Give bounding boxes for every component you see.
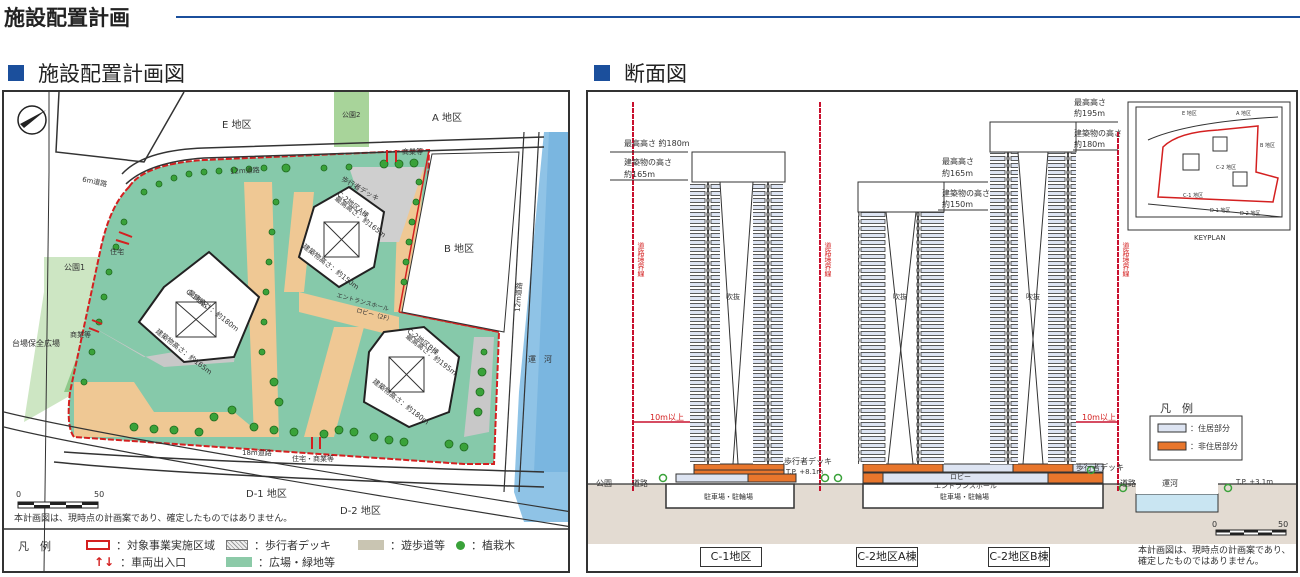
heading-square-icon bbox=[8, 65, 24, 81]
scale-end: 50 bbox=[94, 490, 105, 499]
boundary-label-right: 道路境界線 bbox=[1122, 242, 1130, 277]
deck-left-label: 歩行者デッキ bbox=[784, 457, 832, 466]
path-swatch bbox=[358, 540, 384, 550]
section-scale-end: 50 bbox=[1278, 520, 1289, 529]
ground-road-left-label: 道路 bbox=[632, 479, 648, 488]
boundary-label-mid: 道路境界線 bbox=[824, 242, 832, 277]
c2a-max-height-label-2: 約165m bbox=[942, 169, 974, 178]
access-bottom-label: 住宅・商業等 bbox=[292, 455, 334, 463]
section-heading-text: 断面図 bbox=[624, 62, 687, 86]
section-drawing bbox=[588, 101, 1296, 544]
site-plan-panel: E 地区 A 地区 B 地区 D-1 地区 D-2 地区 公園1 公園2 台場保… bbox=[2, 90, 570, 573]
keyplan-label-e: E 地区 bbox=[1182, 111, 1197, 117]
c2b-void-label: 吹抜 bbox=[1026, 293, 1040, 301]
setback-label-right: 10m以上 bbox=[1082, 413, 1116, 422]
deck-left-level: T.P. +8.1m bbox=[786, 468, 824, 476]
keyplan-label-d2: D-2 地区 bbox=[1240, 211, 1261, 217]
legend-nonresidential-label: ：非住居部分 bbox=[1190, 442, 1238, 451]
area-label-d1: D-1 地区 bbox=[246, 489, 287, 500]
tower-label-c2a: C-2地区A棟 bbox=[856, 547, 918, 567]
section-heading: 断面図 bbox=[594, 58, 687, 88]
keyplan-label-c1: C-1 地区 bbox=[1183, 193, 1204, 199]
setback-label-left: 10m以上 bbox=[650, 413, 684, 422]
section-note-2: 確定したものではありません。 bbox=[1138, 557, 1264, 567]
c2a-void-label: 吹抜 bbox=[893, 293, 907, 301]
c2b-max-height-label-1: 最高高さ bbox=[1074, 98, 1106, 107]
site-plan-note: 本計画図は、現時点の計画案であり、確定したものではありません。 bbox=[14, 514, 293, 524]
keyplan-label-a: A 地区 bbox=[1236, 111, 1252, 117]
ground-road-right-label: 道路 bbox=[1120, 479, 1136, 488]
canal-level-label: T.P. +3.1m bbox=[1236, 478, 1274, 486]
vehicle-entrance-arrows-icon: ↑↓ bbox=[94, 555, 115, 569]
lobby-section-label: ロビー bbox=[950, 473, 971, 481]
park1-label: 公園1 bbox=[64, 263, 86, 272]
c2b-max-height-label-2: 約195m bbox=[1074, 109, 1106, 118]
section-note-1: 本計画図は、現時点の計画案であり、 bbox=[1138, 546, 1291, 556]
c1-max-height-label: 最高高さ 約180m bbox=[624, 139, 690, 148]
area-boundary-swatch bbox=[86, 540, 110, 550]
title-divider bbox=[176, 16, 1300, 18]
access-commercial-label: 商業等 bbox=[70, 331, 91, 339]
page-title: 施設配置計画 bbox=[4, 6, 130, 30]
boundary-label-left: 道路境界線 bbox=[637, 242, 645, 277]
section-scale-start: 0 bbox=[1212, 520, 1218, 529]
c2b-bldg-height-label-1: 建築物の高さ bbox=[1074, 129, 1122, 138]
c1-bldg-height-label-2: 約165m bbox=[624, 170, 656, 179]
keyplan-title: KEYPLAN bbox=[1194, 234, 1226, 242]
legend-residential-label: ：住居部分 bbox=[1190, 424, 1230, 433]
heading-square-icon bbox=[594, 65, 610, 81]
road-18m-label: 18m道路 bbox=[242, 449, 272, 457]
access-top-label: 商業等 bbox=[402, 148, 423, 156]
legend-item-green: ：広場・緑地等 bbox=[226, 554, 335, 570]
entrance-section-label: エントランスホール bbox=[934, 482, 997, 490]
green-swatch bbox=[226, 557, 252, 567]
c2a-bldg-height-label-1: 建築物の高さ bbox=[942, 189, 990, 198]
tower-label-c2b: C-2地区B棟 bbox=[988, 547, 1050, 567]
plaza-label: 台場保全広場 bbox=[12, 339, 60, 348]
keyplan-label-b: B 地区 bbox=[1260, 143, 1276, 149]
scale-start: 0 bbox=[16, 490, 22, 499]
keyplan-label-c2: C-2 地区 bbox=[1216, 165, 1237, 171]
legend-item-area: ：対象事業実施区域 bbox=[86, 537, 215, 553]
site-legend-title: 凡 例 bbox=[18, 540, 51, 553]
area-label-b: B 地区 bbox=[444, 244, 475, 255]
section-panel: 最高高さ 約180m 建築物の高さ 約165m 最高高さ 約165m 建築物の高… bbox=[586, 90, 1298, 573]
site-plan-drawing bbox=[4, 92, 568, 571]
legend-item-tree: ：植栽木 bbox=[456, 537, 515, 553]
legend-item-path: ：遊歩道等 bbox=[358, 537, 445, 553]
site-plan-heading: 施設配置計画図 bbox=[8, 58, 185, 88]
ground-canal-label: 運河 bbox=[1162, 479, 1178, 488]
c2a-bldg-height-label-2: 約150m bbox=[942, 200, 974, 209]
area-label-d2: D-2 地区 bbox=[340, 506, 381, 517]
parking-c2-label: 駐車場・駐輪場 bbox=[940, 493, 989, 501]
c1-void-label: 吹抜 bbox=[726, 293, 740, 301]
deck-swatch bbox=[226, 540, 248, 550]
area-label-a: A 地区 bbox=[432, 113, 463, 124]
road-12m-top-label: 12m道路 bbox=[229, 166, 260, 176]
legend-item-vehicle: ↑↓ ：車両出入口 bbox=[94, 555, 187, 569]
tree-icon bbox=[456, 540, 465, 550]
c1-bldg-height-label-1: 建築物の高さ bbox=[624, 158, 672, 167]
access-residence-label: 住宅 bbox=[110, 248, 124, 256]
area-label-e: E 地区 bbox=[222, 120, 252, 131]
section-legend-title: 凡 例 bbox=[1160, 402, 1193, 415]
parking-c1-label: 駐車場・駐輪場 bbox=[704, 493, 753, 501]
canal-label: 運 河 bbox=[528, 355, 552, 364]
c2a-max-height-label-1: 最高高さ bbox=[942, 157, 974, 166]
deck-right-label: 歩行者デッキ bbox=[1076, 463, 1124, 472]
site-plan-heading-text: 施設配置計画図 bbox=[38, 62, 185, 86]
c2b-bldg-height-label-2: 約180m bbox=[1074, 140, 1106, 149]
legend-item-deck: ：歩行者デッキ bbox=[226, 537, 331, 553]
tower-label-c1: C-1地区 bbox=[700, 547, 762, 567]
park2-label: 公園2 bbox=[342, 111, 361, 119]
keyplan-label-d1: D-1 地区 bbox=[1210, 208, 1231, 214]
ground-park-label: 公園 bbox=[596, 479, 612, 488]
